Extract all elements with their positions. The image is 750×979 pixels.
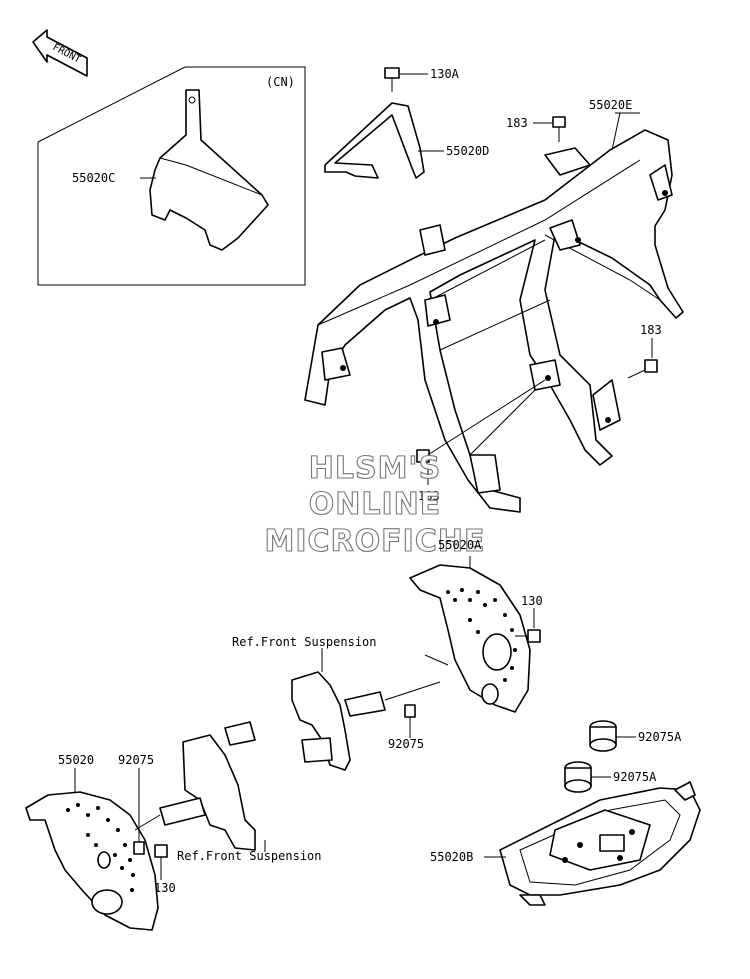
watermark: HLSM'S ONLINE MICROFICHE <box>264 450 486 559</box>
nut-92075-left-icon <box>133 841 145 855</box>
label-55020: 55020 <box>58 753 94 767</box>
ref-upper-front-suspension: Ref.Front Suspension <box>232 635 377 649</box>
label-130-left: 130 <box>154 881 176 895</box>
part-upper-knuckle <box>291 654 449 771</box>
label-92075a-2: 92075A <box>613 770 657 784</box>
label-92075a-1: 92075A <box>638 730 682 744</box>
watermark-line-3: MICROFICHE <box>265 524 486 559</box>
bushing-92075a-1-icon <box>589 720 617 752</box>
part-lower-knuckle <box>134 721 256 851</box>
nut-92075-mid-icon <box>404 704 416 718</box>
front-arrow-icon: FRONT <box>32 29 88 77</box>
label-55020d: 55020D <box>446 144 489 158</box>
bushing-92075a-2-icon <box>564 761 592 793</box>
label-55020a: 55020A <box>438 538 482 552</box>
label-55020e: 55020E <box>589 98 632 112</box>
label-92075-mid: 92075 <box>388 737 424 751</box>
bolt-183-mid-icon <box>416 449 430 463</box>
label-130a: 130A <box>430 67 460 81</box>
watermark-line-2: ONLINE <box>309 487 442 522</box>
bolt-183-top-icon <box>552 116 566 142</box>
label-130-right: 130 <box>521 594 543 608</box>
label-183-mid: 183 <box>418 489 440 503</box>
part-55020b-skid-plate <box>499 781 701 906</box>
label-183-top: 183 <box>506 116 528 130</box>
bolt-130a-icon <box>384 67 400 92</box>
part-55020a-disc-guard <box>409 564 531 713</box>
cn-region-label: (CN) <box>266 75 295 89</box>
part-55020c-shield <box>149 89 269 251</box>
bolt-130-right-icon <box>515 629 541 643</box>
label-92075-left: 92075 <box>118 753 154 767</box>
label-183-right: 183 <box>640 323 662 337</box>
label-55020b: 55020B <box>430 850 473 864</box>
cn-region-box <box>37 66 306 286</box>
bolt-183-right-icon <box>627 359 658 379</box>
watermark-line-1: HLSM'S <box>309 451 441 486</box>
bolt-130-left-icon <box>154 844 168 858</box>
ref-lower-front-suspension: Ref.Front Suspension <box>177 849 322 863</box>
label-55020c: 55020C <box>72 171 115 185</box>
part-55020-disc-guard <box>25 791 159 931</box>
part-55020e-guard-frame <box>304 129 684 513</box>
part-55020d-clamp <box>324 102 425 179</box>
